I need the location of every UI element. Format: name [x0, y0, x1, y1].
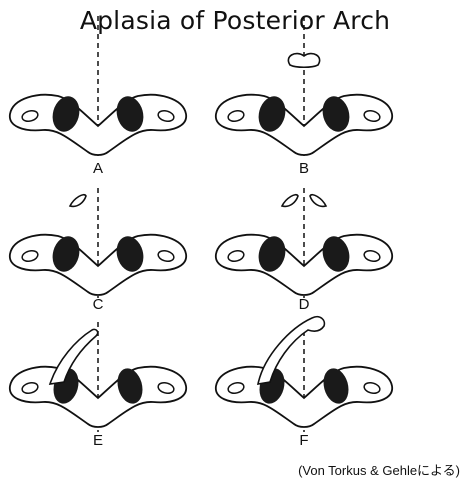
hemi-arch-left: [258, 317, 324, 384]
panel-label-c: C: [88, 296, 108, 313]
panel-c: [10, 188, 186, 298]
hemi-arch-left: [70, 195, 86, 207]
posterior-tubercle: [288, 54, 319, 68]
panel-d: [216, 188, 392, 298]
panel-a: [10, 16, 186, 158]
panel-label-f: F: [294, 432, 314, 449]
panel-e: [10, 322, 186, 432]
panel-b: [216, 16, 392, 158]
panel-label-b: B: [294, 160, 314, 177]
hemi-arch-right: [310, 195, 326, 207]
source-credit: (Von Torkus & Gehleによる): [298, 460, 460, 479]
panel-label-a: A: [88, 160, 108, 177]
hemi-arch-left: [282, 195, 298, 207]
panel-label-d: D: [294, 296, 314, 313]
panel-f: [216, 317, 392, 432]
panel-label-e: E: [88, 432, 108, 449]
